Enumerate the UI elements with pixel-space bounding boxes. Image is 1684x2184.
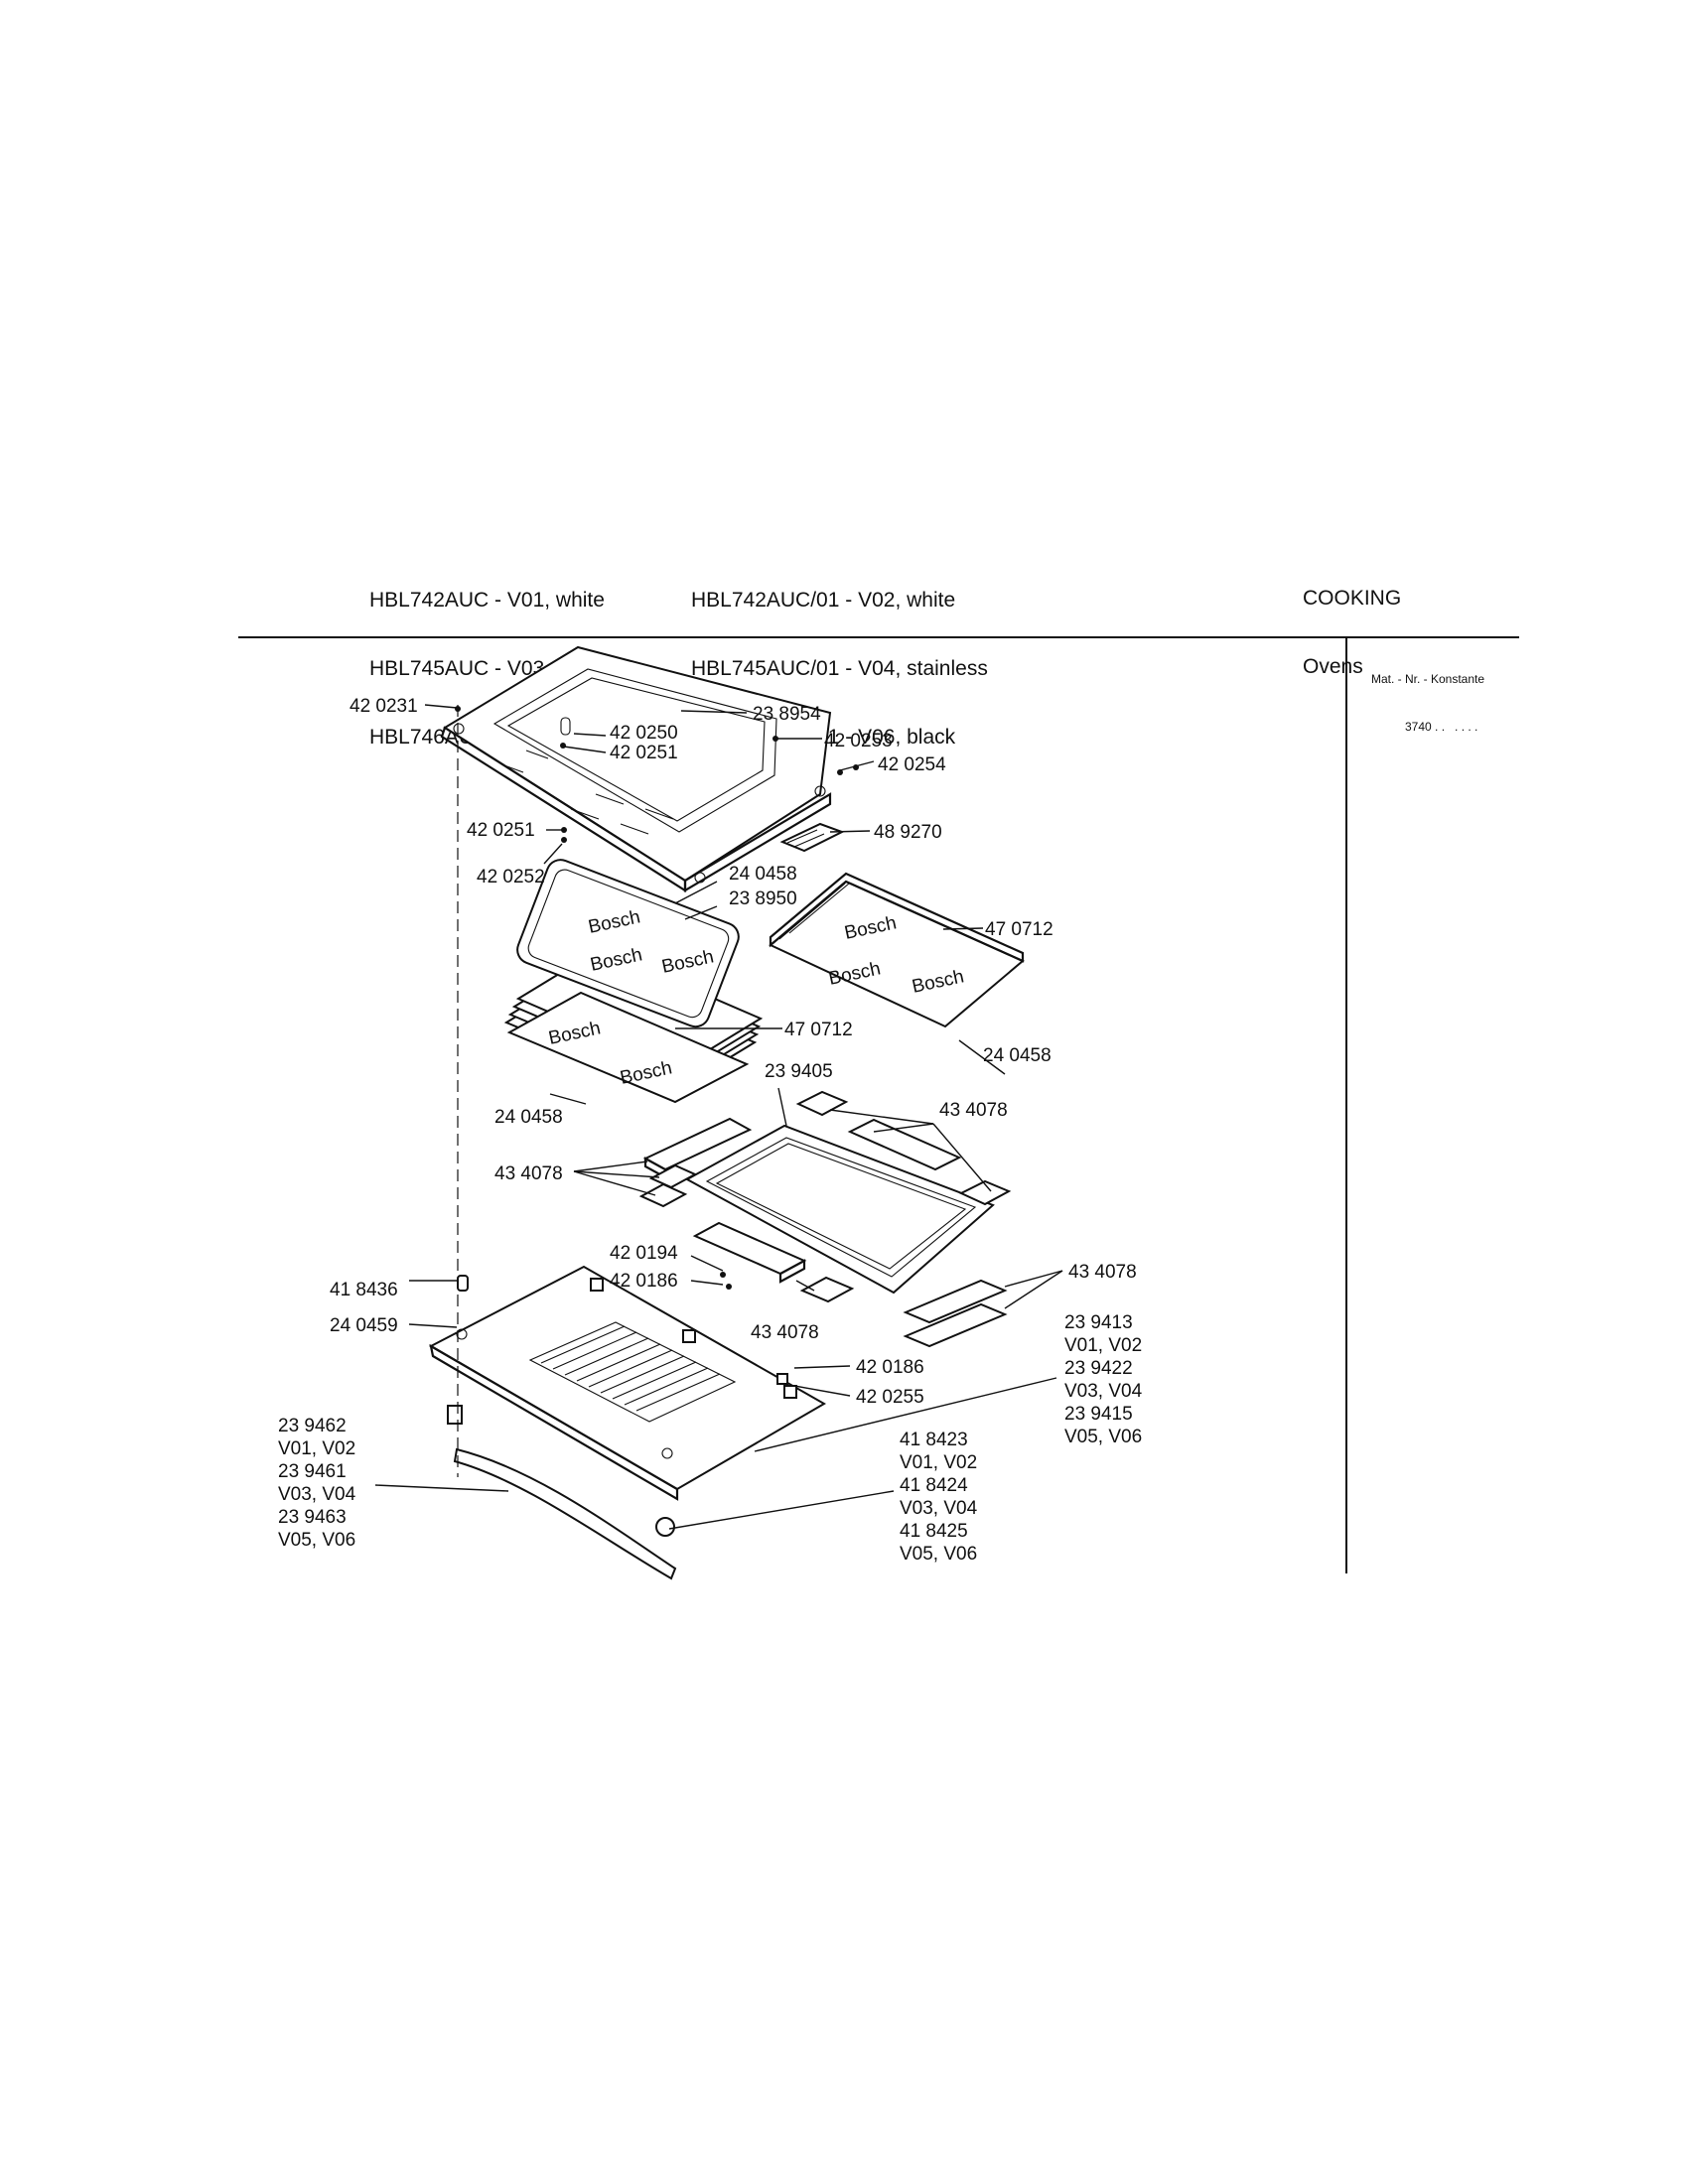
callout-label: 42 0186: [610, 1271, 678, 1292]
callout-label: 23 9461: [278, 1461, 347, 1482]
callout-label: 24 0458: [983, 1045, 1052, 1066]
callout-label: 23 9415: [1064, 1404, 1133, 1425]
callout-label: 42 0252: [477, 867, 545, 887]
material-number-label: Mat. - Nr. - Konstante: [1371, 672, 1485, 686]
leader-lines: [374, 704, 1063, 1530]
callout-label: V03, V04: [1064, 1381, 1143, 1402]
callout-label: 23 8954: [753, 704, 821, 725]
glass-panel-left-part: Bosch Bosch: [506, 991, 750, 1104]
callout-label: 24 0458: [494, 1107, 563, 1128]
callout-label: 23 9405: [765, 1061, 833, 1082]
callout-label: 23 9462: [278, 1416, 347, 1436]
callout-label: 42 0253: [824, 731, 893, 751]
callout-label: 42 0186: [856, 1357, 924, 1378]
callout-label: 41 8424: [900, 1475, 968, 1496]
callout-label: 23 8950: [729, 888, 797, 909]
category-block: COOKING Ovens: [1303, 541, 1401, 701]
callout-label: V05, V06: [278, 1530, 355, 1551]
glass-panel-right-part: Bosch Bosch Bosch: [769, 872, 1025, 1028]
callout-label: 23 9463: [278, 1507, 347, 1528]
model-line: HBL742AUC - V01, white: [369, 589, 605, 612]
callout-label: 48 9270: [874, 822, 942, 843]
callout-label: V01, V02: [278, 1438, 355, 1459]
callout-label: 42 0254: [878, 754, 946, 775]
callout-label: 42 0250: [610, 723, 678, 744]
callout-label: V01, V02: [900, 1452, 977, 1473]
spacer-blocks-part: [638, 1090, 1012, 1348]
callout-label: 42 0255: [856, 1387, 924, 1408]
callout-label: 47 0712: [985, 919, 1053, 940]
callout-label: 41 8423: [900, 1430, 968, 1450]
header-divider: [238, 636, 1519, 638]
model-list-right: HBL742AUC/01 - V02, white HBL745AUC/01 -…: [691, 543, 988, 771]
model-line: HBL742AUC/01 - V02, white: [691, 589, 956, 612]
callout-label: 43 4078: [1068, 1262, 1137, 1283]
callout-label: 43 4078: [751, 1322, 819, 1343]
model-line: HBL745AUC/01 - V04, stainless: [691, 657, 988, 680]
callout-label: 41 8436: [330, 1280, 398, 1300]
callout-label: V05, V06: [900, 1544, 977, 1565]
callout-label: V03, V04: [900, 1498, 978, 1519]
callout-label: 41 8425: [900, 1521, 968, 1542]
callout-label: 23 9422: [1064, 1358, 1133, 1379]
callout-label: 42 0194: [610, 1243, 678, 1264]
callout-label: 24 0459: [330, 1315, 398, 1336]
callout-label: 47 0712: [784, 1020, 853, 1040]
bottom-cover-part: [428, 1265, 827, 1501]
inner-frame-part: [684, 1124, 995, 1295]
material-number-value: 3740 . . . . . .: [1405, 720, 1478, 734]
callout-label: 42 0251: [610, 743, 678, 763]
callout-label: V05, V06: [1064, 1427, 1142, 1447]
callout-label: 42 0231: [350, 696, 418, 717]
side-divider: [1345, 636, 1347, 1573]
callout-label: 24 0458: [729, 864, 797, 885]
callout-labels: 42 0231 23 8954 42 0250 42 0251 42 0253 …: [278, 696, 1143, 1565]
callout-label: 42 0251: [467, 820, 535, 841]
category-title: COOKING: [1303, 587, 1402, 610]
callout-label: V03, V04: [278, 1484, 356, 1505]
callout-label: 23 9413: [1064, 1312, 1133, 1333]
callout-label: V01, V02: [1064, 1335, 1142, 1356]
handle-bar-part: [447, 1405, 677, 1580]
subcategory-title: Ovens: [1303, 655, 1363, 678]
callout-label: 43 4078: [939, 1100, 1008, 1121]
top-frame-part: [440, 645, 832, 892]
callout-label: 43 4078: [494, 1163, 563, 1184]
material-number-box: Mat. - Nr. - Konstante 3740 . . . . . .: [1371, 639, 1484, 751]
